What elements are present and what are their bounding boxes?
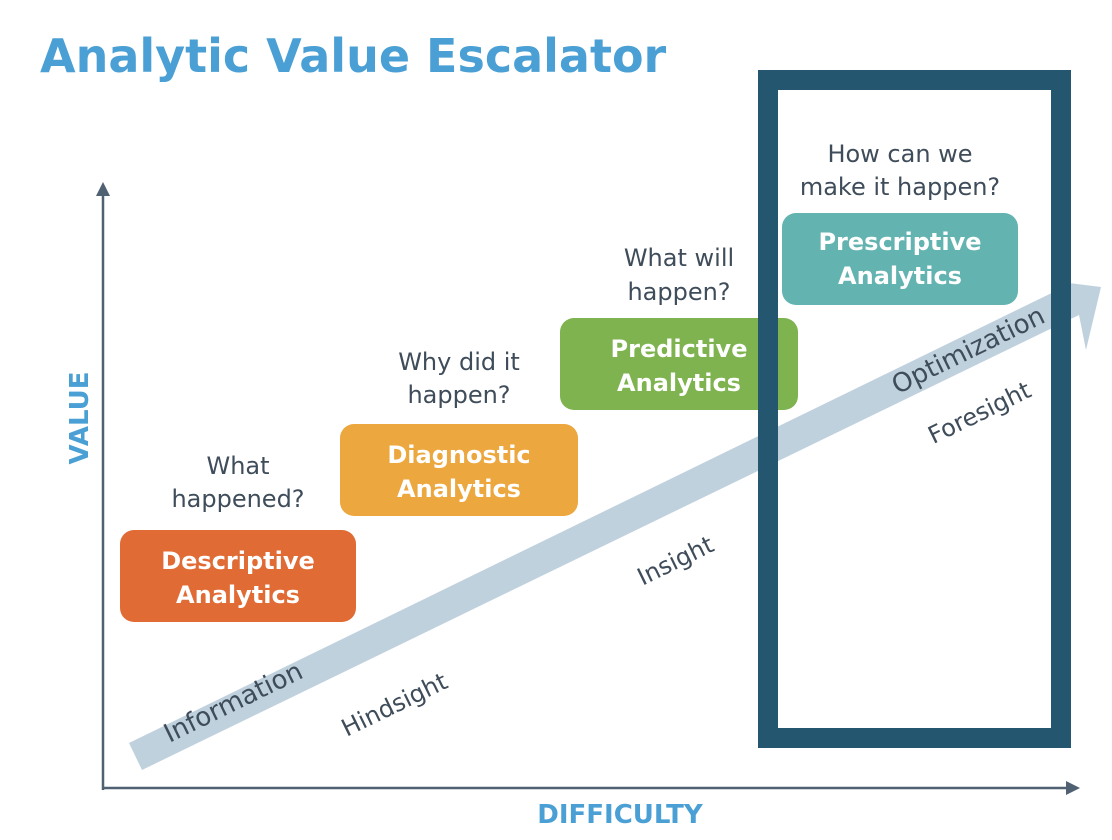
- stage-label-line1: Prescriptive: [818, 228, 981, 256]
- stage-diagnostic: Why did it happen? Diagnostic Analytics: [340, 348, 578, 516]
- stage-question-line2: happened?: [171, 485, 304, 513]
- stage-question-line2: happen?: [627, 278, 730, 306]
- stage-question-line1: What: [206, 452, 269, 480]
- stage-label-line2: Analytics: [397, 475, 521, 503]
- lower-label-hindsight: Hindsight: [337, 667, 452, 742]
- stage-question-line2: make it happen?: [800, 173, 1000, 201]
- stage-label-line2: Analytics: [176, 581, 300, 609]
- band-label-information: Information: [159, 656, 307, 749]
- stage-label-line1: Descriptive: [161, 547, 315, 575]
- stage-question-line2: happen?: [407, 381, 510, 409]
- stage-box: [340, 424, 578, 516]
- stage-label-line2: Analytics: [838, 262, 962, 290]
- escalator-arrow: [129, 282, 1101, 770]
- stage-label-line1: Diagnostic: [387, 441, 530, 469]
- axes: VALUE DIFFICULTY: [65, 182, 1080, 830]
- x-axis-arrowhead: [1066, 781, 1080, 795]
- stage-prescriptive: How can we make it happen? Prescriptive …: [782, 140, 1018, 305]
- lower-label-insight: Insight: [633, 530, 718, 591]
- stage-predictive: What will happen? Predictive Analytics: [560, 244, 798, 410]
- stage-label-line2: Analytics: [617, 369, 741, 397]
- stage-box: [782, 213, 1018, 305]
- lower-label-foresight: Foresight: [924, 376, 1036, 450]
- stage-box: [120, 530, 356, 622]
- stage-box: [560, 318, 798, 410]
- y-axis-arrowhead: [96, 182, 110, 196]
- y-axis-label: VALUE: [65, 372, 95, 465]
- diagram-title: Analytic Value Escalator: [40, 29, 667, 83]
- x-axis-label: DIFFICULTY: [537, 800, 704, 830]
- stage-question-line1: What will: [624, 244, 734, 272]
- stage-label-line1: Predictive: [611, 335, 748, 363]
- stage-question-line1: Why did it: [398, 348, 520, 376]
- highlight-frame: [758, 70, 1071, 748]
- stage-descriptive: What happened? Descriptive Analytics: [120, 452, 356, 622]
- stage-question-line1: How can we: [827, 140, 972, 168]
